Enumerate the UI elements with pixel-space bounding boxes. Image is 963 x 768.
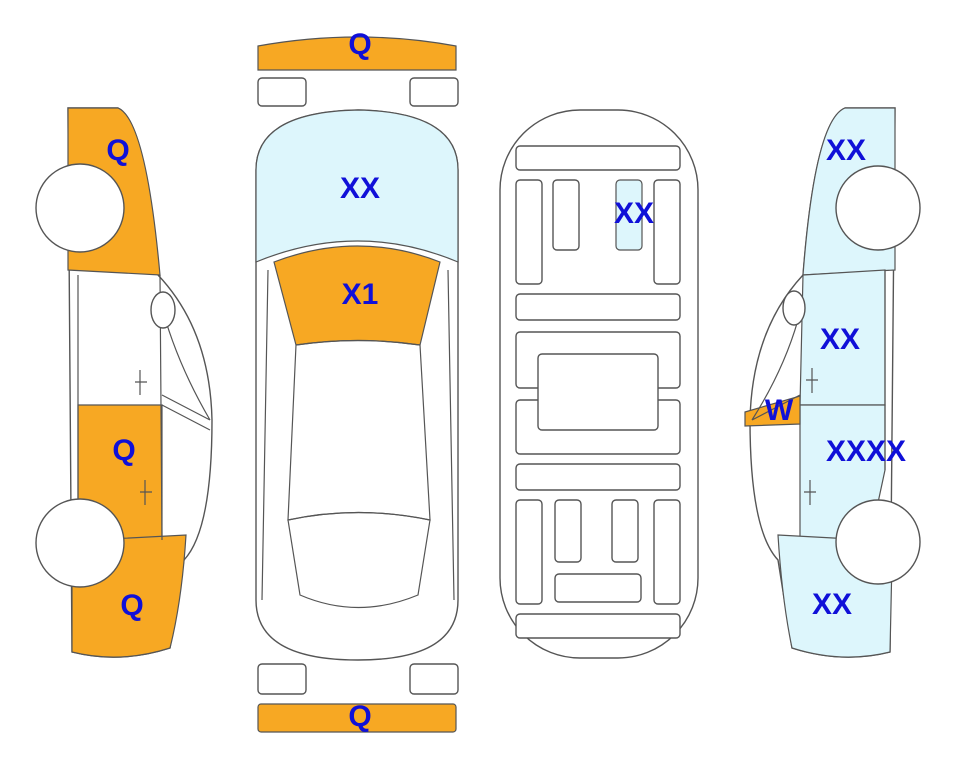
underbody-right-inner-rear	[611, 499, 639, 563]
left-side-window-line	[77, 274, 211, 541]
top-side-lines	[261, 269, 455, 601]
underbody-left-inner-rear	[554, 499, 582, 563]
underbody-right-rail-rear	[653, 499, 681, 605]
underbody-left-inner-front	[552, 179, 580, 251]
front-left-light	[257, 77, 307, 107]
left-rear-quarter-label: Q	[120, 589, 143, 622]
left-mirror	[150, 291, 176, 329]
underbody-cross-bar-1	[515, 293, 681, 321]
underbody-right-rail-front	[653, 179, 681, 285]
left-door-handle-front	[135, 370, 147, 395]
rear-bumper-label: Q	[348, 700, 371, 733]
right-mirror-panel[interactable]	[744, 395, 801, 427]
right-front-door-label: XX	[820, 323, 860, 356]
right-door-handle-front	[806, 368, 818, 393]
right-front-fender-label: XX	[826, 134, 866, 167]
underbody-center-box	[537, 353, 659, 431]
right-front-wheel	[835, 165, 921, 251]
roof-rear-panel[interactable]	[615, 179, 643, 251]
left-rear-door-label: Q	[112, 434, 135, 467]
left-side-view: Q Q Q	[35, 107, 213, 658]
rear-glass-outline	[287, 511, 431, 609]
hood-panel[interactable]	[255, 109, 459, 263]
rear-bumper-panel[interactable]	[257, 703, 457, 733]
underbody-left-rail-front	[515, 179, 543, 285]
right-rear-door-label: XXXX	[826, 435, 906, 468]
right-side-view: XX XX W XXXX XX	[744, 107, 921, 658]
front-bumper-label: Q	[348, 28, 371, 61]
right-door-handle-rear	[804, 480, 816, 505]
left-front-fender-label: Q	[106, 134, 129, 167]
underbody-rear-small	[554, 573, 642, 603]
windshield-label: X1	[342, 278, 379, 311]
front-bumper-panel[interactable]	[257, 36, 457, 71]
underbody-front-bar	[515, 145, 681, 171]
underbody-rear-bar	[515, 613, 681, 639]
left-front-wheel	[35, 163, 125, 253]
underbody-cross-bar-2	[515, 463, 681, 491]
rear-right-light	[409, 663, 459, 695]
underbody-left-rail-rear	[515, 499, 543, 605]
underbody-view: XX	[499, 109, 699, 659]
right-rear-quarter-label: XX	[812, 588, 852, 621]
top-view: Q XX X1 Q	[255, 28, 459, 733]
front-right-light	[409, 77, 459, 107]
right-mirror-label: W	[765, 394, 794, 427]
hood-label: XX	[340, 172, 380, 205]
left-rear-wheel	[35, 498, 125, 588]
right-mirror-housing	[782, 290, 806, 326]
left-door-handle-rear	[140, 480, 152, 505]
rear-left-light	[257, 663, 307, 695]
roof-rear-panel-label: XX	[614, 197, 654, 230]
right-rear-wheel	[835, 499, 921, 585]
